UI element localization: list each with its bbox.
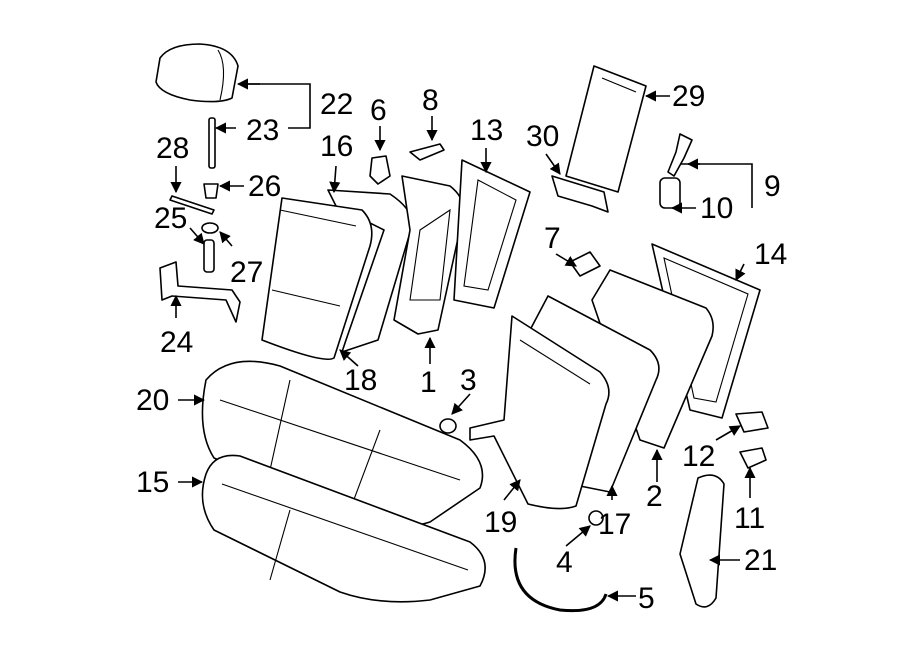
callout-30: 30 <box>526 120 559 153</box>
callout-28: 28 <box>156 132 189 165</box>
callout-23: 23 <box>246 114 279 147</box>
callout-15: 15 <box>136 466 169 499</box>
callout-8: 8 <box>422 84 439 117</box>
callout-2: 2 <box>646 480 663 513</box>
backrest-frame-part <box>393 175 465 335</box>
wire-part <box>513 547 608 613</box>
callout-29: 29 <box>672 80 705 113</box>
callout-3: 3 <box>460 364 477 397</box>
guide-rod-part <box>208 117 216 169</box>
callout-4: 4 <box>556 546 573 579</box>
callout-9: 9 <box>764 170 781 203</box>
back-panel-part <box>453 159 531 309</box>
bracket-part <box>159 261 241 323</box>
latch-bracket-part <box>409 143 445 161</box>
backrest-left-part <box>261 189 413 360</box>
callout-27: 27 <box>230 256 263 289</box>
clip-part <box>569 251 601 277</box>
headrest-part <box>155 43 239 103</box>
handle-cover-part <box>735 411 769 433</box>
callout-24: 24 <box>160 326 193 359</box>
callout-14: 14 <box>754 238 787 271</box>
armrest-bracket-part <box>551 175 609 213</box>
seat-cushion-part <box>201 454 486 603</box>
cap-part <box>201 222 219 234</box>
callout-11: 11 <box>734 502 765 535</box>
latch-part <box>739 447 767 469</box>
side-trim-part <box>679 474 725 608</box>
release-handle-part <box>369 155 391 185</box>
lock-cylinder-part <box>659 177 681 209</box>
pin-part <box>169 195 215 215</box>
callout-13: 13 <box>470 114 503 147</box>
armrest-part <box>565 65 647 193</box>
callout-22: 22 <box>320 88 353 121</box>
leader-arrows <box>170 78 756 602</box>
callout-26: 26 <box>248 170 281 203</box>
callout-18: 18 <box>344 364 377 397</box>
callout-6: 6 <box>370 94 387 127</box>
sleeve-part <box>203 239 215 273</box>
callout-20: 20 <box>136 384 169 417</box>
callout-12: 12 <box>682 440 715 473</box>
callout-25: 25 <box>154 202 187 235</box>
grommet-upper-part <box>439 418 457 434</box>
callout-19: 19 <box>484 506 517 539</box>
grommet-lower-part <box>588 510 604 526</box>
bushing-part <box>203 183 219 199</box>
key-part <box>667 133 693 177</box>
callout-1: 1 <box>420 366 437 399</box>
callout-16: 16 <box>320 130 353 163</box>
callout-17: 17 <box>598 508 631 541</box>
seat-cushion-cover-part <box>201 360 484 528</box>
callout-10: 10 <box>700 192 733 225</box>
callout-21: 21 <box>744 544 777 577</box>
right-backrest-cushion-part <box>469 315 610 510</box>
callout-7: 7 <box>544 222 561 255</box>
callout-5: 5 <box>638 582 655 615</box>
